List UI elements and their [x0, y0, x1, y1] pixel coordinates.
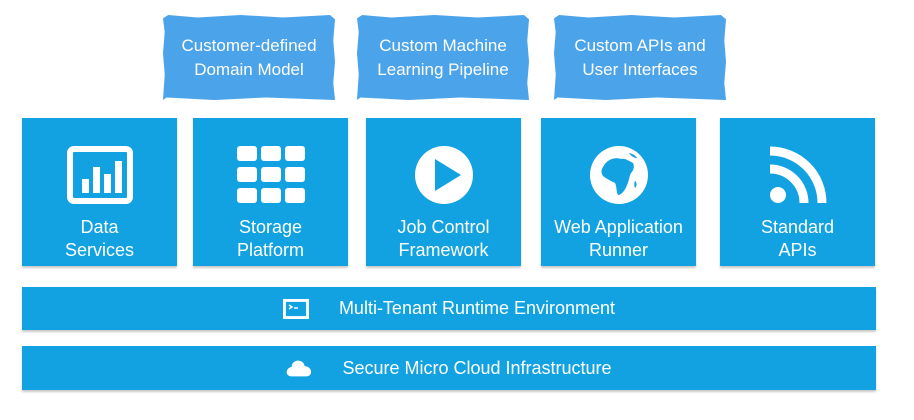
- terminal-icon: [282, 298, 309, 320]
- tile-label-line2: Framework: [398, 240, 489, 260]
- play-icon: [366, 144, 521, 206]
- tape-line1: Customer-defined: [181, 35, 317, 55]
- grid-icon: [193, 144, 348, 206]
- tape-line2: Learning Pipeline: [377, 59, 509, 79]
- custom-domain-model-label: Customer-defined Domain Model: [163, 15, 335, 100]
- tile-label-line2: APIs: [778, 240, 817, 260]
- rss-icon: [720, 144, 875, 206]
- tile-label-line2: Platform: [236, 240, 305, 260]
- layer-label: Multi-Tenant Runtime Environment: [338, 298, 616, 318]
- custom-ml-pipeline-label: Custom Machine Learning Pipeline: [357, 15, 529, 100]
- tile-label-line1: Standard: [760, 217, 835, 237]
- tape-line1: Custom Machine: [379, 35, 507, 55]
- tile-label-line1: Job Control: [397, 217, 490, 237]
- tile-label-line2: Runner: [588, 240, 649, 260]
- custom-apis-label: Custom APIs and User Interfaces: [554, 15, 726, 100]
- globe-icon: [541, 144, 696, 206]
- tile-label-line1: Web Application: [554, 217, 683, 237]
- cloud-icon: [286, 357, 312, 379]
- multi-tenant-runtime-bar: Multi-Tenant Runtime Environment: [22, 287, 876, 330]
- tile-label-line2: Services: [64, 240, 135, 260]
- tape-line2: User Interfaces: [582, 59, 698, 79]
- tape-line2: Domain Model: [194, 59, 304, 79]
- tile-label-line1: Storage: [238, 217, 303, 237]
- bar-chart-icon: [22, 144, 177, 206]
- tile-label-line1: Data: [80, 217, 119, 237]
- tape-line1: Custom APIs and: [574, 35, 706, 55]
- secure-micro-cloud-bar: Secure Micro Cloud Infrastructure: [22, 346, 876, 390]
- layer-label: Secure Micro Cloud Infrastructure: [342, 357, 612, 378]
